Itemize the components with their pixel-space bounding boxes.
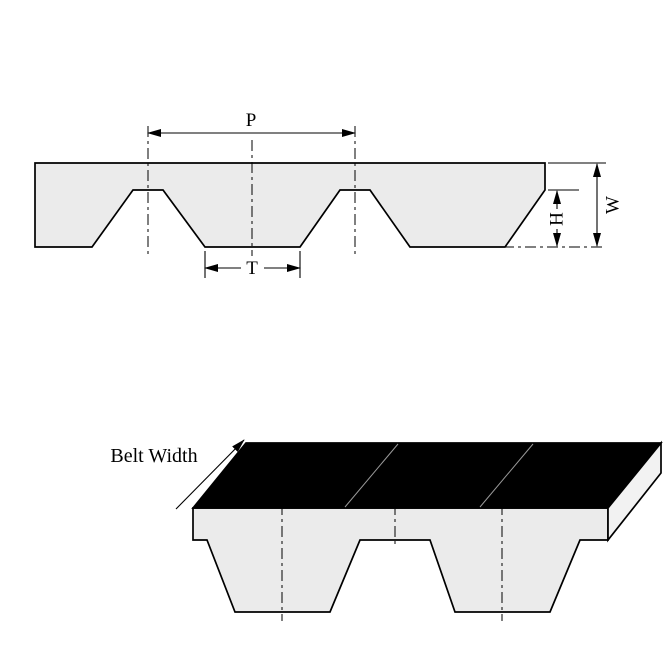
cross-section-figure: P T H W	[34, 110, 624, 279]
dim-w-label: W	[603, 196, 624, 214]
top-seam-line-1	[344, 443, 399, 508]
belt-end-face	[607, 440, 662, 543]
perspective-figure: Belt Width	[110, 439, 663, 621]
belt-front-face	[192, 507, 609, 613]
belt-width-arrow	[175, 439, 245, 510]
belt-top-surface	[191, 442, 663, 509]
dim-h-label: H	[547, 212, 568, 226]
belt-width-label: Belt Width	[110, 445, 197, 467]
top-seam-line-2	[479, 443, 534, 508]
dim-p-label: P	[246, 110, 257, 131]
dim-t-label: T	[246, 258, 258, 279]
belt-profile	[34, 162, 546, 248]
